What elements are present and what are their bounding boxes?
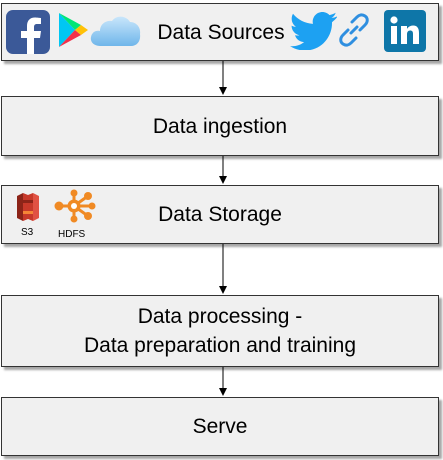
twitter-icon	[290, 12, 337, 50]
facebook-icon	[6, 10, 50, 54]
data-processing-node: Data processing - Data preparation and t…	[1, 295, 439, 367]
cloud-icon	[90, 16, 141, 46]
arrow-ingestion-to-storage	[219, 156, 227, 184]
link-icon	[339, 13, 369, 47]
arrow-processing-to-serve	[219, 367, 227, 396]
data-ingestion-node: Data ingestion	[1, 96, 439, 156]
data-storage-label: Data Storage	[158, 203, 282, 226]
serve-node: Serve	[1, 397, 439, 456]
google-play-icon	[59, 13, 88, 47]
linkedin-icon	[384, 10, 426, 52]
serve-label: Serve	[192, 415, 248, 438]
data-processing-label-line2: Data preparation and training	[83, 334, 356, 357]
hdfs-icon	[54, 189, 96, 223]
data-ingestion-label: Data ingestion	[152, 114, 288, 138]
data-processing-label-line1: Data processing -	[137, 305, 303, 328]
amazon-s3-icon	[17, 193, 39, 221]
arrow-sources-to-ingestion	[219, 61, 227, 95]
s3-caption: S3	[21, 227, 34, 238]
hdfs-caption: HDFS	[58, 229, 86, 240]
arrow-storage-to-processing	[219, 244, 227, 294]
data-sources-label: Data Sources	[157, 20, 285, 44]
